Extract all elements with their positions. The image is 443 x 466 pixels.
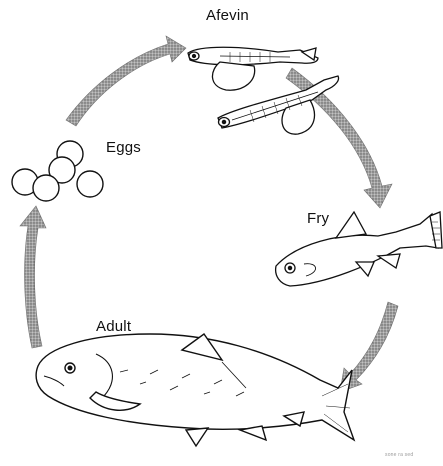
egg xyxy=(33,175,59,201)
arrow-eggs-to-alevin xyxy=(66,36,186,126)
stage-label-eggs: Eggs xyxy=(106,139,141,156)
stage-label-adult: Adult xyxy=(96,318,131,335)
adult-salmon-illustration xyxy=(36,334,354,446)
stage-label-fry: Fry xyxy=(307,210,329,227)
fry-illustration xyxy=(276,212,442,286)
arrow-adult-to-eggs xyxy=(20,206,46,348)
stage-label-alevin: Afevin xyxy=(206,7,249,24)
eggs-illustration xyxy=(12,141,103,201)
image-credit: sone ra sed xyxy=(385,452,413,458)
egg xyxy=(77,171,103,197)
arrow-alevin-to-fry xyxy=(286,68,392,208)
